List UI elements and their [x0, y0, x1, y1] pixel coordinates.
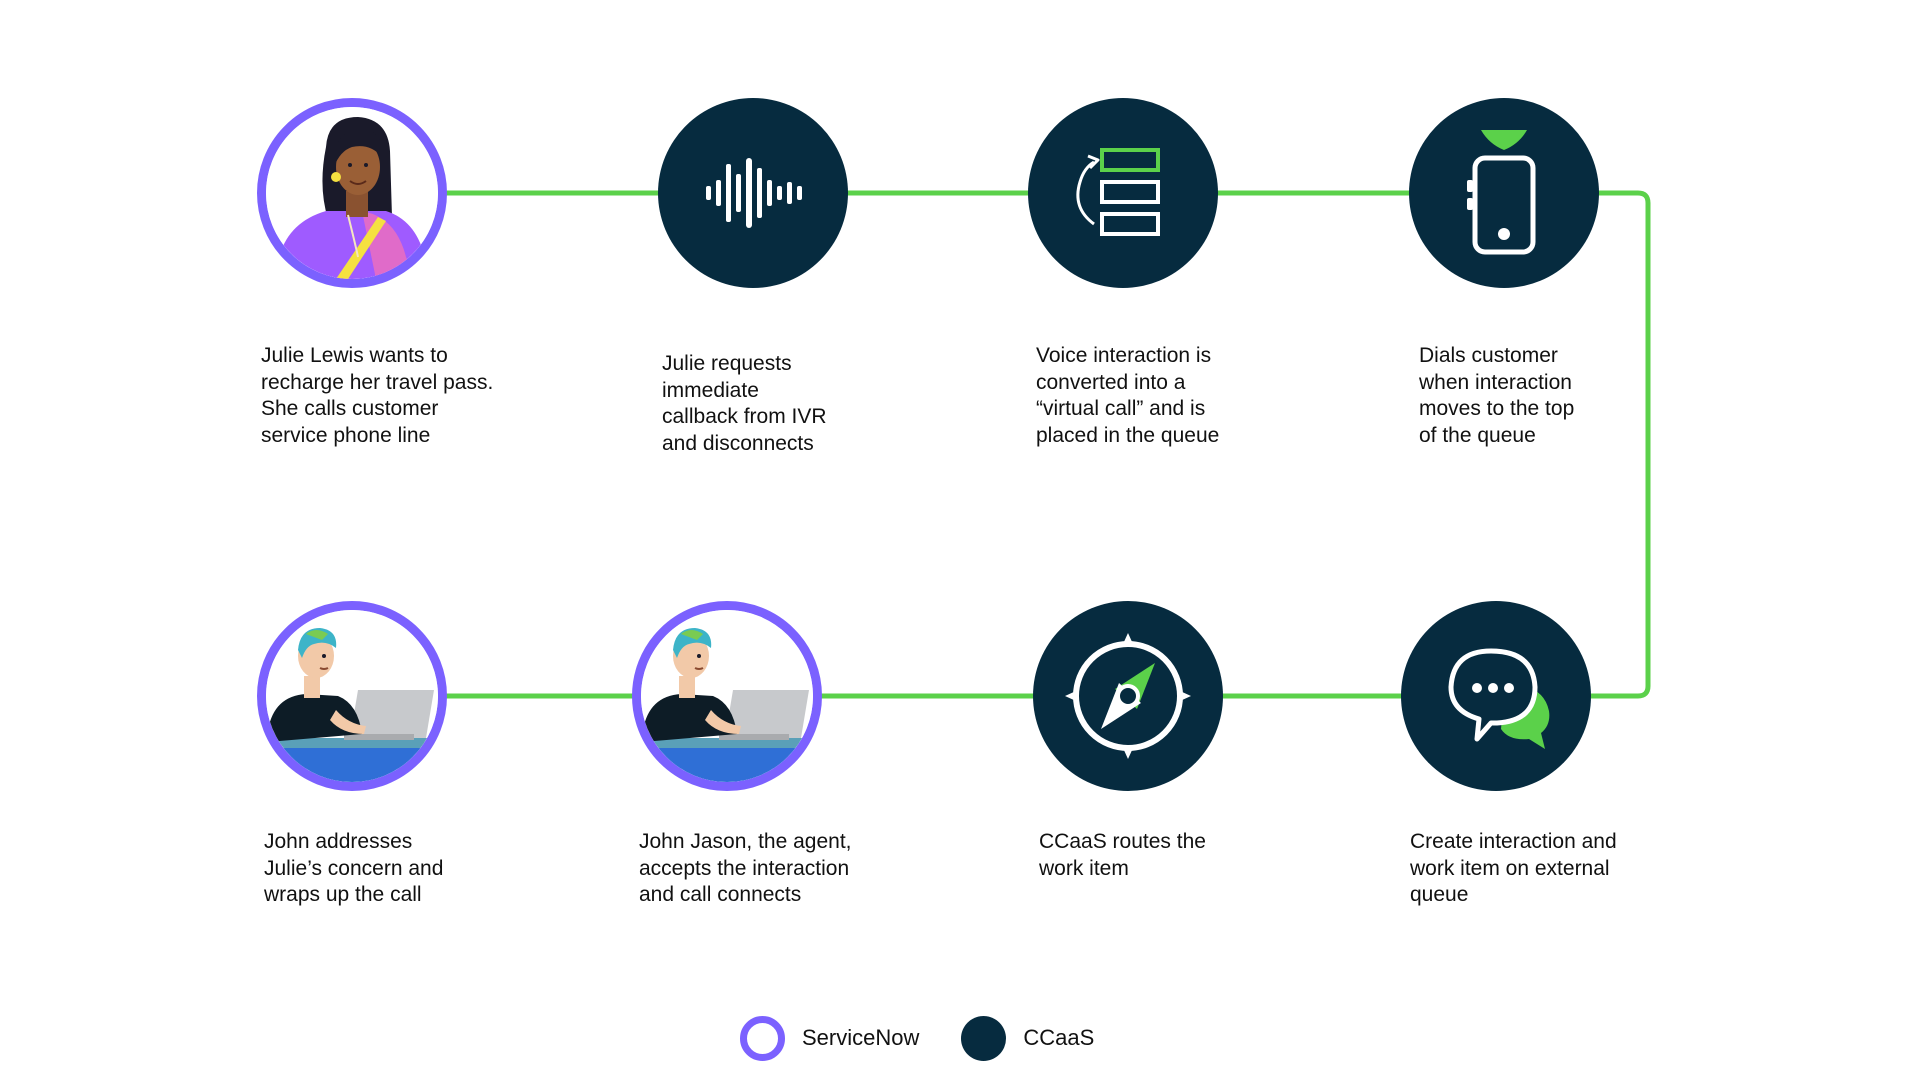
step-node-john-wraps-up — [257, 601, 447, 791]
step-caption: Voice interaction is converted into a “v… — [1036, 344, 1220, 447]
step-caption: John Jason, the agent, accepts the inter… — [639, 830, 852, 906]
step-node-ivr-callback — [658, 98, 848, 288]
queue-stack-icon — [1076, 148, 1160, 236]
legend-item-servicenow: ServiceNow — [740, 1015, 920, 1061]
legend-label: CCaaS — [1023, 1025, 1095, 1050]
legend-label: ServiceNow — [802, 1025, 920, 1050]
servicenow-ring-swatch — [740, 1015, 785, 1061]
step-caption: CCaaS routes the work item — [1039, 830, 1206, 880]
agent-at-laptop-icon — [641, 610, 813, 782]
step-caption: Julie requests immediate callback from I… — [662, 352, 827, 455]
step-node-create-interaction — [1401, 601, 1591, 791]
step-caption: Create interaction and work item on exte… — [1410, 830, 1617, 906]
agent-at-laptop-icon — [266, 610, 438, 782]
step-node-agent-accepts — [632, 601, 822, 791]
ccaas-filled-swatch — [961, 1015, 1007, 1061]
step-caption: Dials customer when interaction moves to… — [1419, 344, 1575, 447]
mobile-phone-icon — [1467, 130, 1536, 255]
step-node-virtual-call — [1028, 98, 1218, 288]
legend: ServiceNow CCaaS — [740, 1013, 1136, 1063]
compass-icon — [1065, 633, 1191, 759]
step-caption: John addresses Julie’s concern and wraps… — [264, 830, 444, 906]
julie-portrait-icon — [266, 107, 438, 279]
step-node-ccaas-routes — [1033, 601, 1223, 791]
step-node-dial-customer — [1409, 98, 1599, 288]
chat-bubbles-icon — [1448, 648, 1550, 749]
sound-wave-icon — [706, 158, 802, 228]
step-node-julie-calls — [257, 98, 447, 288]
legend-item-ccaas: CCaaS — [961, 1015, 1095, 1061]
step-caption: Julie Lewis wants to recharge her travel… — [261, 344, 494, 447]
